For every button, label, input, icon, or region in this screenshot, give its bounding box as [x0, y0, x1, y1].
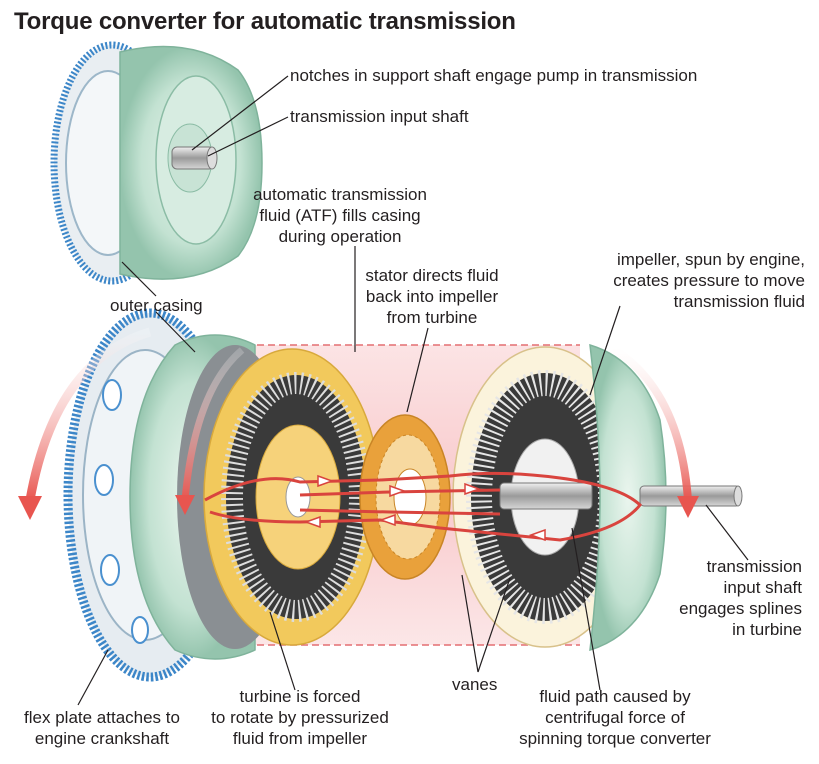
top-converter: [50, 41, 263, 285]
label-input-shaft-right-line-3: engages splines: [679, 599, 802, 618]
label-input-shaft-top: transmission input shaft: [290, 107, 469, 126]
label-impeller-line-2: creates pressure to move: [613, 271, 805, 290]
label-turbine-line-2: to rotate by pressurized: [211, 708, 389, 727]
label-fluid-path-line-2: centrifugal force of: [545, 708, 685, 727]
leader-lines: [77, 75, 749, 706]
label-input-shaft-right-line-4: in turbine: [732, 620, 802, 639]
label-turbine: turbine is forced to rotate by pressuriz…: [200, 686, 400, 749]
label-stator-line-3: from turbine: [386, 308, 478, 327]
flex-plate-rotation-arrow: [25, 327, 152, 501]
label-atf-line-1: automatic transmission: [253, 185, 427, 204]
label-impeller-line-1: impeller, spun by engine,: [616, 250, 805, 269]
label-input-shaft-right-line-1: transmission: [706, 557, 802, 576]
label-atf-line-2: fluid (ATF) fills casing: [259, 206, 421, 225]
label-turbine-line-3: fluid from impeller: [232, 729, 368, 748]
stator: [359, 414, 451, 580]
label-stator: stator directs fluid back into impeller …: [352, 265, 512, 328]
label-atf: automatic transmission fluid (ATF) fills…: [240, 184, 440, 247]
label-impeller: impeller, spun by engine, creates pressu…: [580, 249, 805, 312]
main-assembly: [18, 308, 743, 682]
turbine: [203, 348, 381, 646]
label-turbine-line-1: turbine is forced: [239, 687, 361, 706]
label-flex-plate-line-1: flex plate attaches to: [24, 708, 180, 727]
label-stator-line-2: back into impeller: [365, 287, 499, 306]
label-fluid-path-line-3: spinning torque converter: [519, 729, 711, 748]
label-atf-line-3: during operation: [278, 227, 402, 246]
label-input-shaft-right: transmission input shaft engages splines…: [660, 556, 802, 640]
label-fluid-path: fluid path caused by centrifugal force o…: [510, 686, 720, 749]
label-outer-casing: outer casing: [110, 296, 203, 315]
label-input-shaft-right-line-2: input shaft: [723, 578, 802, 597]
label-flex-plate: flex plate attaches to engine crankshaft: [12, 707, 192, 749]
impeller-rotation-arrow: [609, 344, 692, 501]
label-flex-plate-line-2: engine crankshaft: [34, 729, 170, 748]
label-stator-line-1: stator directs fluid: [365, 266, 499, 285]
label-notches: notches in support shaft engage pump in …: [290, 66, 698, 85]
page-title: Torque converter for automatic transmiss…: [14, 8, 516, 35]
turbine-spline-shaft: [499, 482, 593, 510]
turbine-rotation-arrow: [181, 347, 245, 501]
label-fluid-path-line-1: fluid path caused by: [539, 687, 691, 706]
label-vanes: vanes: [452, 675, 498, 694]
label-impeller-line-3: transmission fluid: [673, 292, 805, 311]
